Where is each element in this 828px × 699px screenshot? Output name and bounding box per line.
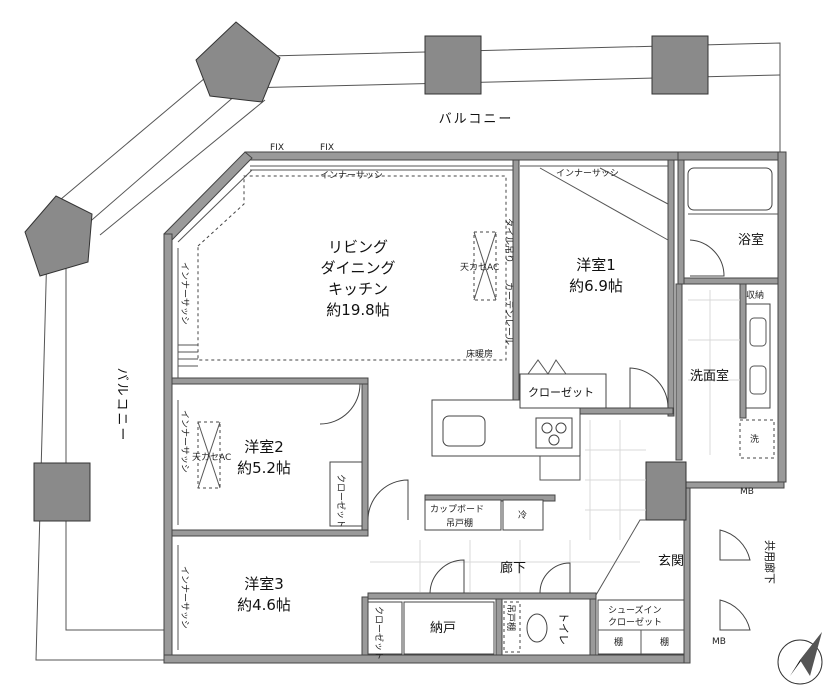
storage-name: 納戸 [430,621,456,636]
toilet-name: トイレ [557,612,570,645]
ceiling-ac-w2-label: 天カセAC [192,452,231,463]
fridge-label: 冷 [518,509,527,521]
western3-closet [367,601,403,655]
doors [319,239,751,631]
western1-name: 洋室1 [576,256,616,274]
toilet-cabinet [503,601,521,653]
inner-sash-w3: インナーサッシ [179,566,190,629]
stove [535,417,573,449]
balcony-pillars [24,21,709,522]
pillar [24,195,93,277]
shoes-in-closet-line2: クローゼット [608,616,662,628]
pillar [651,35,709,95]
balcony-left-label: バルコニー [114,368,129,443]
curtain-rail-label: カーテンレール [503,282,514,345]
bathtub [687,167,773,211]
ldk-name-line1: リビング [328,238,388,256]
toilet-bowl [526,613,548,643]
entrance-name: 玄関 [658,554,684,569]
pillar [424,35,482,95]
bath-name: 浴室 [738,232,764,248]
inner-sash-top: インナーサッシ [320,170,383,181]
fix-label-1: FIX [270,143,284,153]
inner-sash-w1: インナーサッシ [556,168,619,179]
sink [442,415,486,447]
inner-sash-w2: インナーサッシ [179,410,190,473]
vanity [745,303,771,409]
western1-closet [519,373,607,409]
western3-closet-label: クローゼット [373,606,385,660]
mb-label-2: MB [712,637,726,647]
ceiling-ac-w2 [197,421,221,489]
ceiling-ac-ldk-label: 天カセAC [460,262,499,273]
fix-label-2: FIX [320,143,334,153]
shoes-in-closet-line1: シューズイン [608,604,662,616]
hanging-cabinet-label: 吊戸棚 [446,517,473,529]
hallway-name: 廊下 [500,560,526,576]
pillar [195,21,281,103]
window-step-lines [178,344,198,367]
cupboard-label: カップボード [430,504,484,515]
western1-closet-label: クローゼット [528,386,594,399]
kitchen-counter [431,399,581,457]
western3-area: 約4.6帖 [237,596,291,614]
western2-closet-label: クローゼット [335,474,347,528]
ldk-name-line3: キッチン [328,280,388,298]
fridge-space [502,499,544,531]
shared-corridor-label: 共用廊下 [763,540,777,584]
mb-label-1: MB [740,487,754,497]
balcony-top-label: バルコニー [439,112,514,127]
ldk-name-line2: ダイニング [320,259,395,277]
shelf-label-1: 棚 [614,636,623,648]
western2-area: 約5.2帖 [237,459,291,477]
western2-name: 洋室2 [244,438,284,456]
interior-walls [171,159,779,656]
inner-sash-ldk-left: インナーサッシ [179,262,190,325]
western1-area: 約6.9帖 [569,277,623,295]
exterior-walls [163,151,787,664]
western2-closet [329,461,363,527]
tile-hanging-label: タイル吊り [503,218,514,263]
balcony-outline [35,42,781,661]
western1-window-hatch [539,167,669,241]
pillar [33,462,91,522]
shelf-label-2: 棚 [660,636,669,648]
storage-room [403,601,495,655]
ceiling-ac-ldk [473,231,497,301]
hallway-tile-grid [370,290,740,592]
floor-heating-area [197,175,507,361]
cupboard [424,499,502,531]
window-sashes [177,165,668,650]
north-arrow-icon [777,632,823,685]
toilet-cabinet-label: 吊戸棚 [505,604,517,631]
floor-heating-label: 床暖房 [466,348,493,360]
storage-small-label: 収納 [746,289,764,301]
western3-name: 洋室3 [244,575,284,593]
kitchen-step [539,456,581,481]
washroom-name: 洗面室 [690,368,729,384]
ldk-area: 約19.8帖 [326,301,389,319]
washer-label: 洗 [750,433,759,445]
